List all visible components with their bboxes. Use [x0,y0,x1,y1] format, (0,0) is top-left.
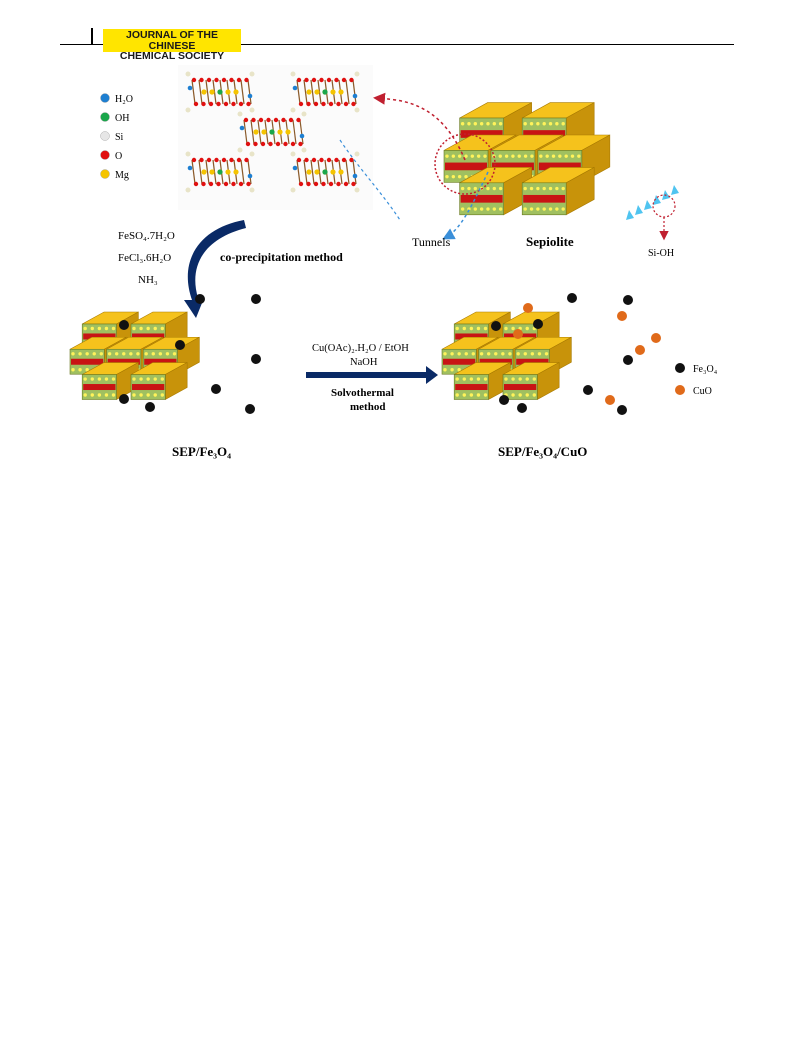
sep-fe3o4-structure [69,294,261,414]
fe3o4-particle [251,294,261,304]
fe3o4-particle [517,403,527,413]
atom-swatch [100,93,110,103]
solvothermal-method-line2: method [350,401,385,413]
page-header: JOURNAL OF THE CHINESE CHEMICAL SOCIETY [0,0,793,61]
atom-legend-label: Si [115,132,124,143]
atom-swatch [100,131,110,141]
cuo-particle [635,345,645,355]
tunnel-arrow-blue [442,171,489,240]
cuo-particle [523,303,533,313]
tunnels-label: Tunnels [412,235,451,249]
cuo-particle [513,329,523,339]
fe3o4-particle [623,295,633,305]
solvothermal-arrow [306,366,438,384]
atom-legend-label: Mg [115,170,129,181]
fe3o4-particle [245,404,255,414]
atom-legend-label: H₂O [115,94,133,105]
journal-badge: JOURNAL OF THE CHINESE CHEMICAL SOCIETY [103,29,241,61]
page-marker [91,28,93,45]
atom-legend-label: OH [115,113,129,124]
cuo-legend-label: CuO [693,386,712,397]
fe3o4-particle [119,320,129,330]
cuo-legend-swatch [675,385,685,395]
reagent-1: FeSO₄.7H₂O [118,230,175,242]
coprecipitation-arrow [184,220,246,318]
reagent-3: NH₃ [138,274,158,286]
fe3o4-particle [491,321,501,331]
sepiolite-structure [443,102,679,220]
atom-legend: H₂O OH SiO Mg [100,93,133,181]
fe3o4-legend-swatch [675,363,685,373]
tunnel-highlight-circle [434,133,496,195]
sep-fe3o4-cuo-structure [441,293,661,415]
crystal-structure [178,65,373,210]
reagent-2: FeCl₃.6H₂O [118,252,171,264]
fe3o4-particle [175,340,185,350]
solvothermal-reagent-2: NaOH [350,357,378,368]
sioh-label: Si-OH [648,248,674,259]
crystal-tunnel-arrow [339,139,401,221]
fe3o4-particle [119,394,129,404]
cuo-particle [605,395,615,405]
fe3o4-particle [623,355,633,365]
fe3o4-particle [195,294,205,304]
cuo-particle [617,311,627,321]
coprecipitation-method-label: co-precipitation method [220,250,343,264]
fe3o4-particle [145,402,155,412]
journal-name-line1: JOURNAL OF THE CHINESE [126,29,218,52]
fe3o4-particle [251,354,261,364]
fe3o4-particle [211,384,221,394]
fe3o4-particle [499,395,509,405]
atom-swatch [100,169,110,179]
atom-swatch [100,112,110,122]
solvothermal-method-line1: Solvothermal [331,387,394,399]
fe3o4-particle [617,405,627,415]
header-rule [60,44,734,45]
solvothermal-reagent-1: Cu(OAc)₂.H₂O / EtOH [312,343,409,354]
fe3o4-particle [567,293,577,303]
atom-swatch [100,150,110,160]
fe3o4-legend-label: Fe₃O₄ [693,364,718,375]
sep-fe3o4-label: SEP/Fe₃O₄ [172,444,231,459]
journal-name-line2: CHEMICAL SOCIETY [119,50,225,62]
sep-fe3o4-cuo-label: SEP/Fe₃O₄/CuO [498,444,587,459]
cuo-particle [651,333,661,343]
sepiolite-label: Sepiolite [526,234,574,249]
fe3o4-particle [583,385,593,395]
tunnel-arrow-red [373,92,466,161]
synthesis-scheme-figure: H₂O OH SiO Mg Tunnels Sepiolite Si-OH FeSO₄… [69,65,718,459]
atom-legend-label: O [115,151,122,162]
fe3o4-particle [533,319,543,329]
